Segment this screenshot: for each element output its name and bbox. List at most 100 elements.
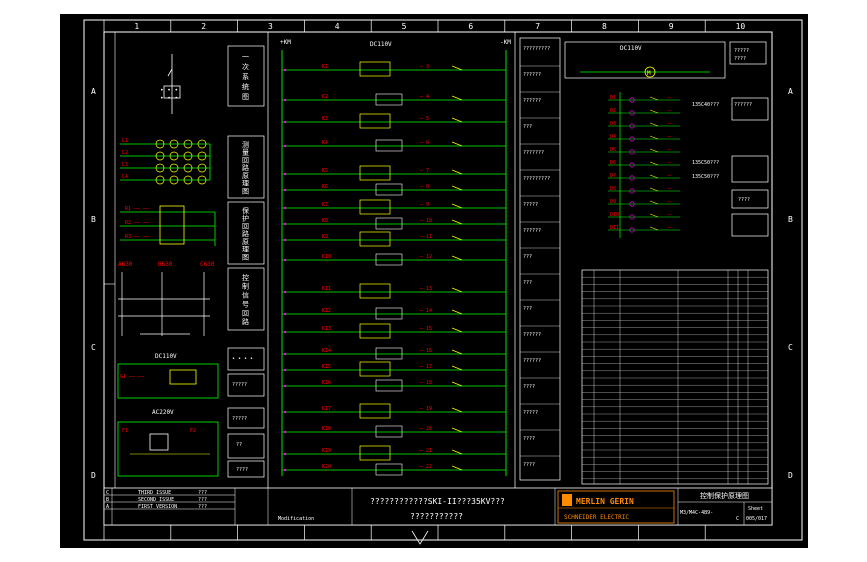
modification-label: Modification	[278, 516, 314, 522]
note-text: ??????	[523, 98, 541, 104]
svg-text:K6: K6	[322, 184, 328, 190]
svg-text:─: ─	[667, 186, 672, 192]
svg-text:K14: K14	[322, 348, 331, 354]
svg-text:─ 10: ─ 10	[419, 218, 432, 224]
company-logo-box	[557, 490, 675, 524]
svg-text:D8: D8	[610, 186, 616, 192]
row-letter: A	[91, 87, 96, 96]
svg-text:K11: K11	[322, 286, 331, 292]
svg-text:D3: D3	[610, 121, 616, 127]
svg-text:F1: F1	[122, 428, 128, 434]
svg-text:K20: K20	[322, 464, 331, 470]
svg-text:─ 18: ─ 18	[419, 380, 432, 386]
svg-text:─ 5: ─ 5	[419, 116, 429, 122]
note-text: ???	[523, 306, 532, 312]
notes-column	[519, 37, 561, 481]
drawing-subtitle: ???????????	[410, 512, 463, 521]
title-block: C THIRD ISSUE ??? B SECOND ISSUE ??? A F…	[103, 487, 773, 526]
note-text: ?????	[523, 202, 538, 208]
svg-text:─ 22: ─ 22	[419, 464, 432, 470]
svg-text:D9: D9	[610, 199, 616, 205]
svg-text:─: ─	[667, 225, 672, 231]
svg-text:─: ─	[667, 147, 672, 153]
spec-code-3: 135C50???	[692, 174, 719, 180]
rev-b-desc: SECOND ISSUE	[138, 497, 174, 503]
rev-b-by: ???	[198, 497, 207, 503]
company-logo: MERLIN GERIN	[576, 497, 634, 506]
note-text: ??????	[523, 72, 541, 78]
svg-text:─: ─	[667, 160, 672, 166]
svg-text:L3: L3	[122, 162, 128, 168]
svg-text:─ 8: ─ 8	[419, 184, 429, 190]
drawing-number: M3/M4C-4B9-	[680, 510, 713, 516]
vertical-panel-char: 路	[242, 317, 249, 326]
relay-ladder: D1─D2─D3─D4─D5─D6─D7─D8─D9─D10─D11─	[608, 92, 680, 238]
svg-text:D7: D7	[610, 173, 616, 179]
svg-text:?????: ?????	[232, 382, 247, 388]
column-number: 6	[468, 22, 473, 31]
notes-list: ????????????????????????????????????????…	[520, 46, 560, 468]
rev-a-desc: FIRST VERSION	[138, 504, 177, 510]
sheet-title: 控制保护原理图	[700, 491, 749, 500]
svg-text:─ 17: ─ 17	[419, 364, 432, 370]
motor-symbol: M	[647, 70, 651, 77]
plus-bus-label: +KM	[280, 39, 291, 46]
svg-text:L1: L1	[122, 138, 128, 144]
outer-frame	[83, 19, 803, 541]
spec-code-1: 135C40???	[692, 102, 719, 108]
protection-red-labels: R1 ── ── R2 ── ── R3 ── ──	[125, 206, 150, 240]
row-letter: D	[788, 471, 793, 480]
svg-text:K13: K13	[322, 326, 331, 332]
vertical-panel-char: 统	[242, 82, 249, 91]
svg-text:K8: K8	[322, 218, 328, 224]
rev-c-desc: THIRD ISSUE	[138, 490, 171, 496]
svg-text:??????: ??????	[734, 102, 752, 108]
row-letter: C	[91, 343, 96, 352]
svg-text:─ 6: ─ 6	[419, 140, 429, 146]
phase-label-b: B630	[158, 261, 173, 268]
vertical-panel	[227, 135, 265, 199]
lower-ac-block: AC220V F1 F2	[117, 409, 219, 477]
dc-label-lower: DC110V	[155, 353, 177, 360]
svg-text:─ 19: ─ 19	[419, 406, 432, 412]
col3-small-boxes	[227, 347, 265, 478]
vertical-panel-char: 制	[242, 282, 249, 291]
svg-text:K3: K3	[322, 116, 328, 122]
sheet-label: Sheet	[748, 506, 763, 512]
rev-a-by: ???	[198, 504, 207, 510]
rev-b-code: B	[106, 497, 109, 503]
svg-text:K2: K2	[322, 94, 328, 100]
rev-a-code: A	[106, 504, 109, 510]
svg-text:─: ─	[667, 108, 672, 114]
svg-text:─ 14: ─ 14	[419, 308, 432, 314]
column-number: 3	[268, 22, 273, 31]
svg-text:K15: K15	[322, 364, 331, 370]
svg-text:D11: D11	[610, 225, 619, 231]
vertical-panel-char: 回	[242, 156, 249, 164]
row-letter: B	[788, 215, 793, 224]
logo-mark	[562, 494, 572, 506]
svg-text:K9: K9	[322, 234, 328, 240]
svg-text:L2: L2	[122, 150, 128, 156]
svg-text:R1 ── ──: R1 ── ──	[125, 206, 150, 212]
primary-dots: • • • • • •	[160, 87, 178, 102]
svg-text:D2: D2	[610, 108, 616, 114]
vertical-panel-char: 控	[242, 273, 249, 282]
svg-text:─ 9: ─ 9	[419, 202, 429, 208]
vertical-panel-char: 信	[242, 291, 249, 300]
vertical-panel-char: 护	[242, 214, 249, 223]
column-number: 8	[602, 22, 607, 31]
note-text: ????	[523, 462, 535, 468]
dc-label-main: DC110V	[370, 41, 392, 48]
vertical-panel-char: 号	[242, 300, 249, 308]
svg-text:G1 ── ──: G1 ── ──	[120, 374, 145, 380]
spec-box-label: ????	[738, 197, 750, 203]
vertical-panel-char: 量	[242, 149, 249, 157]
svg-text:K12: K12	[322, 308, 331, 314]
svg-text:─ 7: ─ 7	[419, 168, 429, 174]
svg-text:????: ????	[236, 467, 248, 473]
company-name: SCHNEIDER ELECTRIC	[564, 514, 629, 521]
